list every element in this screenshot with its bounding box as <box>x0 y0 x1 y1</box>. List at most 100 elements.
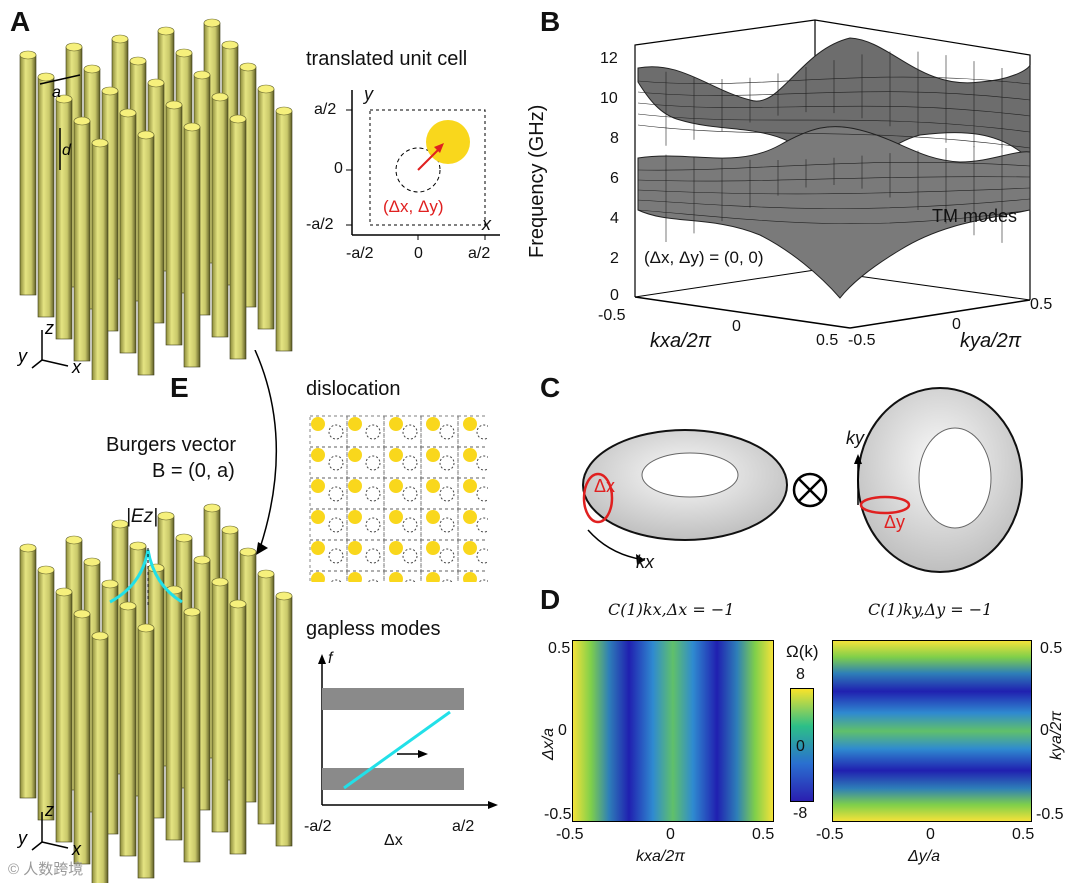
axes-indicator-top: z x y <box>16 318 82 377</box>
rod <box>55 94 73 340</box>
band-structure-3d <box>634 19 1031 329</box>
right-map-xlabel: Δy/a <box>908 848 941 865</box>
gapless-f-label: f <box>328 650 333 667</box>
dislocation-lattice <box>309 415 488 582</box>
left-map-ytick-mid: 0 <box>558 722 567 739</box>
rod <box>183 122 201 368</box>
lattice-rod <box>311 572 325 582</box>
rod <box>55 587 73 843</box>
rod <box>119 601 137 857</box>
rod <box>37 565 55 821</box>
lattice-rod <box>348 510 362 524</box>
dislocation-arrow <box>254 350 278 555</box>
colorbar <box>790 688 814 802</box>
rod <box>165 585 183 841</box>
lattice-rod <box>348 448 362 462</box>
gapless-xtick-left: -a/2 <box>304 818 332 835</box>
z-tick-6: 6 <box>610 170 619 187</box>
torus-kx-label: kx <box>636 552 654 572</box>
unit-cell-xtick-right: a/2 <box>468 245 491 262</box>
berry-map-right <box>832 640 1032 822</box>
lattice-rod <box>389 510 403 524</box>
rod <box>229 114 247 360</box>
right-map-xtick-left: -0.5 <box>816 826 844 843</box>
lattice-rod <box>426 541 440 555</box>
rod <box>19 543 37 799</box>
left-map-ytick-top: 0.5 <box>548 640 571 657</box>
panel-label-b: B <box>540 6 561 37</box>
kx-tick-mid: 0 <box>732 318 741 335</box>
gapless-title: gapless modes <box>306 618 441 640</box>
svg-text:z: z <box>44 800 54 820</box>
rod <box>91 631 109 883</box>
rod <box>73 116 91 362</box>
rod-array-top: a d z x y <box>16 18 293 380</box>
gapless-xtick-right: a/2 <box>452 818 475 835</box>
svg-text:y: y <box>16 346 28 366</box>
rod <box>137 623 155 879</box>
lattice-rod <box>463 448 477 462</box>
lattice-rod <box>426 448 440 462</box>
rod <box>73 609 91 865</box>
berry-map-left <box>572 640 774 822</box>
rod <box>211 577 229 833</box>
colorbar-tick-bottom: -8 <box>793 805 808 822</box>
svg-text:x: x <box>71 839 82 859</box>
svg-text:d: d <box>62 142 72 159</box>
right-map-xtick-mid: 0 <box>926 826 935 843</box>
lattice-rod <box>311 448 325 462</box>
z-tick-4: 4 <box>610 210 619 227</box>
lattice-rod <box>348 417 362 431</box>
lattice-rod <box>348 479 362 493</box>
z-tick-2: 2 <box>610 250 619 267</box>
unit-cell-title: translated unit cell <box>306 48 468 70</box>
gapless-xlabel: Δx <box>384 832 403 849</box>
lattice-rod <box>463 417 477 431</box>
unit-cell-xtick-left: -a/2 <box>346 245 374 262</box>
lattice-rod <box>311 417 325 431</box>
lattice-rod <box>463 479 477 493</box>
svg-text:z: z <box>44 318 54 338</box>
rod-array-dislocated: z x y <box>16 503 293 883</box>
lattice-rod <box>311 479 325 493</box>
rod <box>165 100 183 346</box>
left-map-xlabel: kxa/2π <box>636 848 685 865</box>
left-map-ytick-bottom: -0.5 <box>544 806 572 823</box>
rod <box>257 84 275 330</box>
unit-cell-y-axis: y <box>364 84 373 104</box>
torus-product <box>582 387 1023 573</box>
right-map-xtick-right: 0.5 <box>1012 826 1035 843</box>
field-label: |Ez| <box>126 506 159 527</box>
watermark: © 人数跨境 <box>8 861 84 878</box>
z-tick-0: 0 <box>610 287 619 304</box>
lattice-rod <box>426 510 440 524</box>
colorbar-tick-top: 8 <box>796 666 805 683</box>
unit-cell-ytick-mid: 0 <box>334 160 343 177</box>
rod <box>137 130 155 376</box>
z-tick-10: 10 <box>600 90 618 107</box>
rod <box>91 138 109 380</box>
chern-right-title: C(1)ky,Δy = −1 <box>868 600 993 619</box>
z-tick-12: 12 <box>600 50 618 67</box>
left-map-ylabel: Δx/a <box>540 727 557 760</box>
lattice-rod <box>311 510 325 524</box>
lattice-rod <box>348 541 362 555</box>
torus-ky-label: ky <box>846 428 864 448</box>
right-map-ytick-top: 0.5 <box>1040 640 1063 657</box>
ky-axis-label: kya/2π <box>960 330 1022 352</box>
rod <box>275 106 293 352</box>
colorbar-tick-mid: 0 <box>796 738 805 755</box>
tm-modes-label: TM modes <box>932 206 1018 226</box>
lattice-rod <box>389 417 403 431</box>
colorbar-label: Ω(k) <box>786 642 819 661</box>
rod <box>37 72 55 318</box>
shift-zero-label: (Δx, Δy) = (0, 0) <box>644 248 764 267</box>
unit-cell-diagram <box>346 90 500 240</box>
svg-text:a: a <box>52 84 61 101</box>
lattice-rod <box>426 479 440 493</box>
right-map-ytick-bottom: -0.5 <box>1036 806 1064 823</box>
lattice-rod <box>389 541 403 555</box>
z-tick-8: 8 <box>610 130 619 147</box>
lattice-rod <box>463 510 477 524</box>
lattice-rod <box>463 572 477 582</box>
